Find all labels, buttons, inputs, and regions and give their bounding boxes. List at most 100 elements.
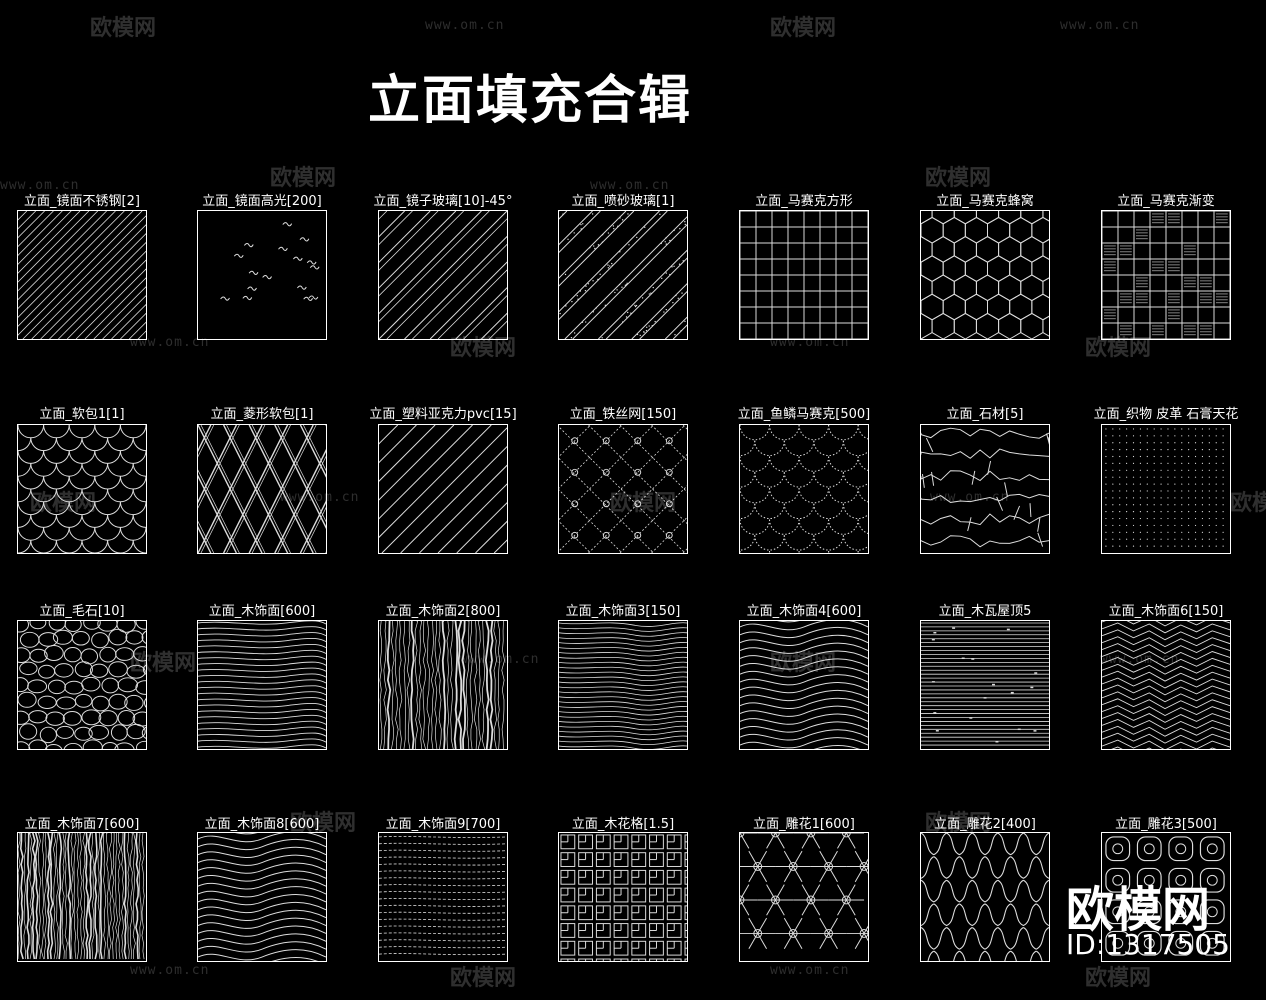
hatch-pattern-swatch[interactable] xyxy=(197,424,327,554)
watermark-url: www.om.cn xyxy=(590,178,670,193)
tile-label: 立面_镜面高光[200] xyxy=(202,194,322,209)
hatch-pattern-drawing xyxy=(198,833,326,961)
tile-label: 立面_石材[5] xyxy=(946,407,1024,422)
tile-label: 立面_木饰面2[800] xyxy=(385,604,501,619)
hatch-pattern-swatch[interactable] xyxy=(739,620,869,750)
hatch-pattern-swatch[interactable] xyxy=(558,424,688,554)
watermark-brand: 欧模网 xyxy=(1230,491,1266,516)
hatch-pattern-swatch[interactable] xyxy=(739,210,869,340)
hatch-pattern-drawing xyxy=(559,622,687,749)
hatch-pattern-drawing xyxy=(921,427,1049,548)
hatch-pattern-swatch[interactable] xyxy=(920,620,1050,750)
tile-label: 立面_木花格[1.5] xyxy=(571,817,675,832)
hatch-pattern-swatch[interactable] xyxy=(920,832,1050,962)
watermark-brand: 欧模网 xyxy=(30,491,97,516)
hatch-pattern-drawing xyxy=(559,211,687,339)
hatch-pattern-swatch[interactable] xyxy=(378,210,508,340)
hatch-pattern-drawing xyxy=(559,425,687,553)
hatch-pattern-swatch[interactable] xyxy=(1101,210,1231,340)
hatch-pattern-swatch[interactable] xyxy=(197,620,327,750)
hatch-pattern-drawing xyxy=(379,211,507,339)
hatch-pattern-swatch[interactable] xyxy=(739,424,869,554)
watermark-url: www.om.cn xyxy=(1100,652,1180,667)
tile-label: 立面_木饰面6[150] xyxy=(1108,604,1224,619)
watermark-url: www.om.cn xyxy=(0,178,80,193)
hatch-pattern-swatch[interactable] xyxy=(17,832,147,962)
hatch-pattern-drawing xyxy=(220,222,320,301)
tile-label: 立面_木饰面9[700] xyxy=(385,817,501,832)
tile-label: 立面_鱼鳞马赛克[500] xyxy=(737,407,871,422)
tile-label: 立面_木饰面[600] xyxy=(208,604,316,619)
hatch-pattern-swatch[interactable] xyxy=(739,832,869,962)
tile-label: 立面_雕花2[400] xyxy=(934,817,1036,832)
watermark-url: www.om.cn xyxy=(770,963,850,978)
hatch-pattern-drawing xyxy=(198,621,326,749)
tile-label: 立面_木饰面8[600] xyxy=(204,817,320,832)
hatch-pattern-drawing xyxy=(1102,211,1230,339)
hatch-pattern-drawing xyxy=(740,211,868,339)
tile-label: 立面_喷砂玻璃[1] xyxy=(571,194,675,209)
hatch-pattern-drawing xyxy=(560,834,687,961)
watermark-brand: 欧模网 xyxy=(925,811,992,836)
hatch-pattern-drawing xyxy=(379,425,507,553)
tile-label: 立面_马赛克蜂窝 xyxy=(936,194,1034,209)
hatch-pattern-swatch[interactable] xyxy=(197,210,327,340)
hatch-pattern-drawing xyxy=(198,425,326,553)
watermark-brand: 欧模网 xyxy=(925,166,992,191)
watermark-brand: 欧模网 xyxy=(270,166,337,191)
watermark-url: www.om.cn xyxy=(280,490,360,505)
tile-label: 立面_雕花1[600] xyxy=(753,817,855,832)
hatch-pattern-swatch[interactable] xyxy=(1101,832,1231,962)
hatch-pattern-swatch[interactable] xyxy=(1101,620,1231,750)
hatch-pattern-drawing xyxy=(921,833,1049,961)
watermark-brand: 欧模网 xyxy=(450,336,517,361)
hatch-pattern-drawing xyxy=(740,425,868,553)
hatch-pattern-drawing xyxy=(18,211,146,339)
tile-label: 立面_马赛克渐变 xyxy=(1117,194,1215,209)
hatch-pattern-swatch[interactable] xyxy=(197,832,327,962)
hatch-pattern-drawing xyxy=(379,835,507,956)
hatch-pattern-swatch[interactable] xyxy=(1101,424,1231,554)
hatch-pattern-swatch[interactable] xyxy=(558,620,688,750)
watermark-brand: 欧模网 xyxy=(610,491,677,516)
tile-label: 立面_木饰面4[600] xyxy=(746,604,862,619)
hatch-pattern-swatch[interactable] xyxy=(378,620,508,750)
hatch-pattern-drawing xyxy=(1105,836,1225,956)
watermark-brand: 欧模网 xyxy=(90,16,157,41)
hatch-pattern-drawing xyxy=(18,621,146,749)
watermark-brand: 欧模网 xyxy=(770,651,837,676)
hatch-pattern-drawing xyxy=(379,621,505,749)
watermark-brand: 欧模网 xyxy=(130,651,197,676)
tile-label: 立面_木饰面3[150] xyxy=(565,604,681,619)
tile-label: 立面_铁丝网[150] xyxy=(569,407,677,422)
watermark-url: www.om.cn xyxy=(1060,18,1140,33)
tile-label: 立面_软包1[1] xyxy=(39,407,125,422)
tile-label: 立面_塑料亚克力pvc[15] xyxy=(369,407,517,422)
hatch-pattern-swatch[interactable] xyxy=(378,832,508,962)
hatch-pattern-drawing xyxy=(1102,621,1230,749)
hatch-pattern-swatch[interactable] xyxy=(920,210,1050,340)
page-title: 立面填充合辑 xyxy=(368,71,693,131)
hatch-pattern-drawing xyxy=(921,211,1049,339)
watermark-url: www.om.cn xyxy=(425,18,505,33)
tile-label: 立面_马赛克方形 xyxy=(755,194,853,209)
hatch-pattern-swatch[interactable] xyxy=(558,210,688,340)
tile-label: 立面_毛石[10] xyxy=(39,604,125,619)
hatch-pattern-swatch[interactable] xyxy=(17,210,147,340)
brand-logo-text: 欧模网 xyxy=(1066,882,1211,938)
tile-label: 立面_木饰面7[600] xyxy=(24,817,140,832)
hatch-pattern-swatch[interactable] xyxy=(17,424,147,554)
tile-label: 立面_雕花3[500] xyxy=(1115,817,1217,832)
resource-id: ID:1317505 xyxy=(1066,928,1230,961)
hatch-pattern-drawing xyxy=(18,833,145,960)
hatch-pattern-swatch[interactable] xyxy=(17,620,147,750)
watermark-brand: 欧模网 xyxy=(450,966,517,991)
hatch-pattern-drawing xyxy=(18,425,146,553)
hatch-pattern-swatch[interactable] xyxy=(558,832,688,962)
tile-label: 立面_镜子玻璃[10]-45° xyxy=(373,194,513,209)
watermark-brand: 欧模网 xyxy=(1085,966,1152,991)
tile-label: 立面_镜面不锈钢[2] xyxy=(24,194,140,209)
hatch-pattern-swatch[interactable] xyxy=(378,424,508,554)
hatch-pattern-drawing xyxy=(921,622,1049,746)
hatch-pattern-swatch[interactable] xyxy=(920,424,1050,554)
